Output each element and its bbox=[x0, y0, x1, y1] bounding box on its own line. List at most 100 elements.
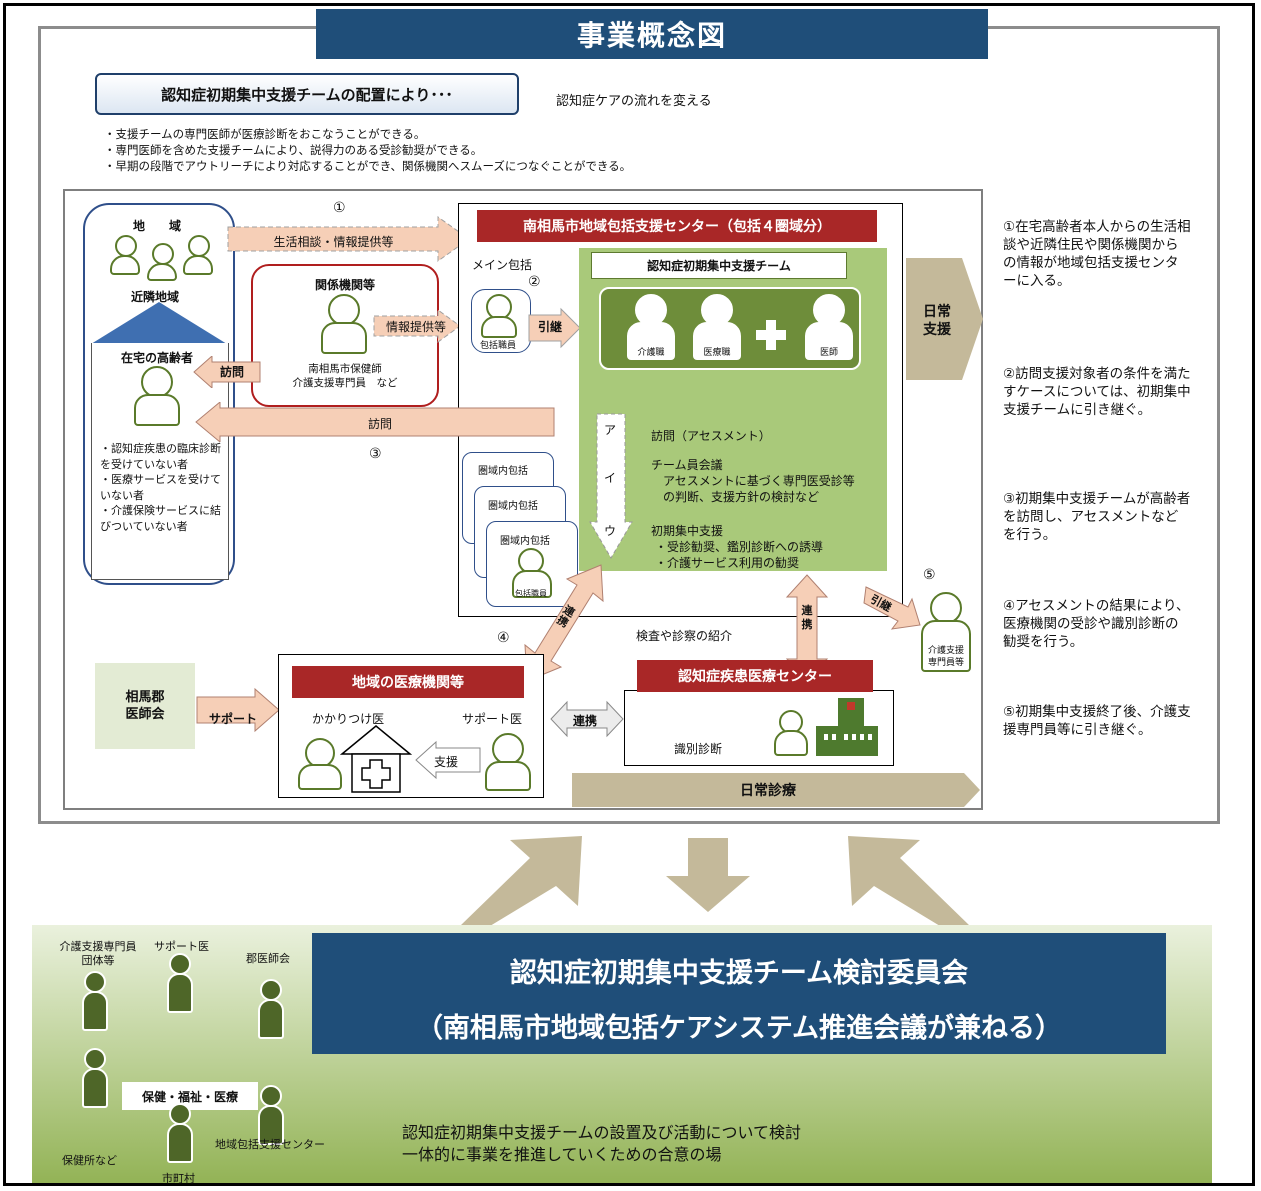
handover2-arrow bbox=[863, 586, 921, 630]
meeting-title: チーム員会議 bbox=[651, 458, 723, 472]
coordination-arrow-horizontal bbox=[550, 700, 624, 738]
care-manager-label: 介護支援 専門員等 bbox=[927, 646, 964, 668]
page-title: 事業概念図 bbox=[316, 9, 988, 59]
neighborhood-label: 近隣地域 bbox=[131, 290, 180, 304]
agency-person bbox=[318, 294, 370, 356]
area-staff-label: 包括職員 bbox=[515, 589, 547, 598]
area-hokatsu-label: 圏域内包括 bbox=[488, 501, 538, 512]
care-manager-person bbox=[918, 592, 974, 674]
support-arrow bbox=[196, 687, 280, 733]
criteria-item: ・医療サービスを受けていない者 bbox=[100, 473, 221, 502]
member-care-group-label: 介護支援専門員 団体等 bbox=[59, 940, 137, 967]
member-hokatsu-center-label: 地域包括支援センター bbox=[215, 1138, 325, 1151]
member-city-label: 市町村 bbox=[162, 1172, 195, 1185]
house-roof bbox=[91, 302, 227, 344]
member-label: 介護職 bbox=[637, 348, 665, 358]
handover-label: 引継 bbox=[538, 320, 563, 334]
person-hokatsu-center bbox=[258, 1085, 284, 1147]
subtitle-box: 認知症初期集中支援チームの配置により･･･ bbox=[95, 73, 519, 115]
soma-medical-association: 相馬郡 医師会 bbox=[95, 663, 195, 749]
support-small-label: 支援 bbox=[434, 755, 459, 769]
member-health-center-label: 保健所など bbox=[62, 1154, 117, 1167]
committee-desc-line: 認知症初期集中支援チームの設置及び活動について検討 bbox=[402, 1123, 802, 1142]
center-title: 南相馬市地域包括支援センター（包括４圏域分） bbox=[477, 210, 877, 242]
area-hokatsu-label: 圏域内包括 bbox=[500, 536, 550, 547]
support-label: サポート bbox=[209, 712, 258, 726]
elderly-person bbox=[131, 366, 181, 426]
visit-small-label: 訪問 bbox=[220, 365, 245, 379]
support-doctor-label: サポート医 bbox=[462, 712, 523, 726]
step-u: ウ bbox=[604, 524, 617, 538]
note-5: ⑤初期集中支援終了後、介護支援専門員等に引き継ぐ。 bbox=[1003, 704, 1191, 738]
committee-desc-line: 一体的に事業を推進していくための合意の場 bbox=[402, 1145, 722, 1164]
intensive-title: 初期集中支援 bbox=[651, 524, 724, 538]
meeting-body: の判断、支援方針の検討など bbox=[663, 490, 820, 504]
medical-title: 地域の医療機関等 bbox=[292, 666, 524, 698]
elderly-label: 在宅の高齢者 bbox=[121, 351, 194, 365]
coop-label-vertical: 連 携 bbox=[801, 604, 813, 631]
bullet-list: ・支援チームの専門医師が医療診断をおこなうことができる。 ・専門医師を含めた支援… bbox=[104, 126, 631, 174]
main-staff-label: 包括職員 bbox=[480, 341, 517, 351]
related-agencies-desc: 南相馬市保健師 介護支援専門員 など bbox=[251, 362, 439, 390]
note-4: ④アセスメントの結果により、医療機関の受診や識別診断の勧奨を行う。 bbox=[1003, 598, 1190, 650]
process-flow-arrow bbox=[589, 413, 633, 559]
person-health-center bbox=[82, 1048, 108, 1110]
target-criteria: ・認知症疾患の臨床診断を受けていない者 ・医療サービスを受けていない者 ・介護保… bbox=[100, 441, 224, 534]
criteria-item: ・介護保険サービスに結びついていない者 bbox=[100, 504, 221, 533]
referral-label: 検査や診察の紹介 bbox=[636, 629, 733, 643]
family-doctor-label: かかりつけ医 bbox=[312, 712, 385, 726]
consult-label: 生活相談・情報提供等 bbox=[273, 235, 394, 249]
process-intensive: 初期集中支援 ・受診勧奨、鑑別診断への誘導 ・介護サービス利用の勧奨 bbox=[651, 523, 823, 571]
clinic-icon bbox=[340, 725, 412, 793]
committee-subtitle: （南相馬市地域包括ケアシステム推進会議が兼ねる） bbox=[415, 1013, 1063, 1044]
handover-arrow bbox=[528, 307, 581, 349]
person-gun-ishikai bbox=[258, 979, 284, 1041]
daily-support-chevron bbox=[906, 258, 983, 380]
step-4-number: ④ bbox=[497, 630, 510, 646]
committee-description: 認知症初期集中支援チームの設置及び活動について検討 一体的に事業を推進していくた… bbox=[402, 1122, 801, 1166]
process-meeting: チーム員会議 アセスメントに基づく専門医受診等 の判断、支援方針の検討など bbox=[651, 457, 855, 505]
daily-support-label: 日常 支援 bbox=[923, 304, 951, 338]
plus-icon bbox=[756, 320, 786, 350]
info-arrow bbox=[373, 309, 461, 343]
hospital-icon bbox=[816, 698, 878, 756]
medical-worker-person bbox=[693, 294, 741, 362]
step-1-number: ① bbox=[333, 200, 346, 216]
related-agencies-title: 関係機関等 bbox=[314, 278, 375, 292]
daily-medical-label: 日常診療 bbox=[740, 783, 796, 799]
main-staff-box bbox=[471, 289, 531, 353]
note-3: ③初期集中支援チームが高齢者を訪問し、アセスメントなどを行う。 bbox=[1003, 491, 1191, 543]
note-2: ②訪問支援対象者の条件を満たすケースについては、初期集中支援チームに引き継ぐ。 bbox=[1003, 366, 1191, 418]
intensive-body: ・介護サービス利用の勧奨 bbox=[655, 556, 800, 570]
neighbor-people bbox=[107, 235, 217, 281]
agency-line: 介護支援専門員 など bbox=[292, 377, 398, 389]
area-staff-person bbox=[509, 548, 555, 600]
member-center-label: 保健・福祉・医療 bbox=[122, 1082, 258, 1110]
visit-arrow bbox=[195, 402, 555, 442]
team-title: 認知症初期集中支援チーム bbox=[591, 252, 847, 279]
bullet-item: ・専門医師を含めた支援チームにより、説得力のある受診勧奨ができる。 bbox=[104, 143, 483, 157]
member-label: 医師 bbox=[819, 348, 838, 358]
bullet-item: ・支援チームの専門医師が医療診断をおこなうことができる。 bbox=[104, 127, 426, 141]
step-i: イ bbox=[604, 471, 617, 485]
daily-medical-arrow bbox=[572, 773, 980, 807]
care-worker-person bbox=[627, 294, 675, 362]
subtitle-right: 認知症ケアの流れを変える bbox=[556, 94, 712, 109]
support-small-arrow bbox=[415, 740, 481, 780]
agency-line: 南相馬市保健師 bbox=[308, 363, 382, 375]
note-1: ①在宅高齢者本人からの生活相談や近隣住民や関係機関からの情報が地域包括支援センタ… bbox=[1003, 219, 1191, 289]
visit-label: 訪問 bbox=[368, 417, 393, 431]
visit-small-arrow bbox=[193, 356, 261, 388]
member-support-doctor-label: サポート医 bbox=[154, 940, 209, 953]
meeting-body: アセスメントに基づく専門医受診等 bbox=[663, 474, 855, 488]
support-doctor-person bbox=[485, 733, 531, 791]
step-2-number: ② bbox=[528, 274, 541, 290]
step-5-number: ⑤ bbox=[923, 567, 936, 583]
center-doctor-person bbox=[774, 710, 808, 756]
doctor-person bbox=[805, 294, 853, 362]
area-hokatsu-label: 圏域内包括 bbox=[478, 466, 528, 477]
step-a: ア bbox=[604, 423, 617, 437]
coop-label-horizontal: 連携 bbox=[573, 714, 598, 728]
outer-frame bbox=[3, 3, 1255, 1186]
person-city bbox=[167, 1103, 193, 1165]
